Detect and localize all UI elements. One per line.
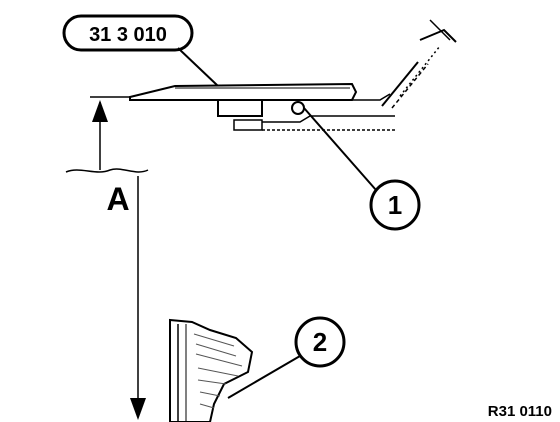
dimension-a-break <box>65 168 149 173</box>
pedal-arm <box>381 19 457 109</box>
callout-1-circle <box>369 179 421 231</box>
gauge-tool <box>129 82 358 101</box>
dimension-a: A <box>65 96 149 420</box>
tool-label-text: 31 3 010 <box>89 24 167 46</box>
tool-label-badge: 31 3 010 <box>62 14 194 52</box>
callout-1-leader <box>303 107 377 191</box>
callout-2: 2 <box>227 316 346 399</box>
tool-label-leader <box>177 47 219 87</box>
dimension-a-up-arrow <box>92 100 108 122</box>
dimension-a-down-arrow <box>130 398 146 420</box>
tool-label-frame <box>62 14 194 52</box>
callout-2-leader <box>227 355 301 399</box>
figure-code: R31 0110 <box>488 403 552 420</box>
callout-2-circle <box>294 316 346 368</box>
floor-section <box>169 318 254 422</box>
callout-2-text: 2 <box>313 327 327 357</box>
adjuster-screw <box>291 101 305 115</box>
callout-1-text: 1 <box>388 190 402 220</box>
gauge-bar <box>129 82 358 101</box>
callout-1: 1 <box>303 107 421 231</box>
dimension-a-label: A <box>106 181 129 217</box>
